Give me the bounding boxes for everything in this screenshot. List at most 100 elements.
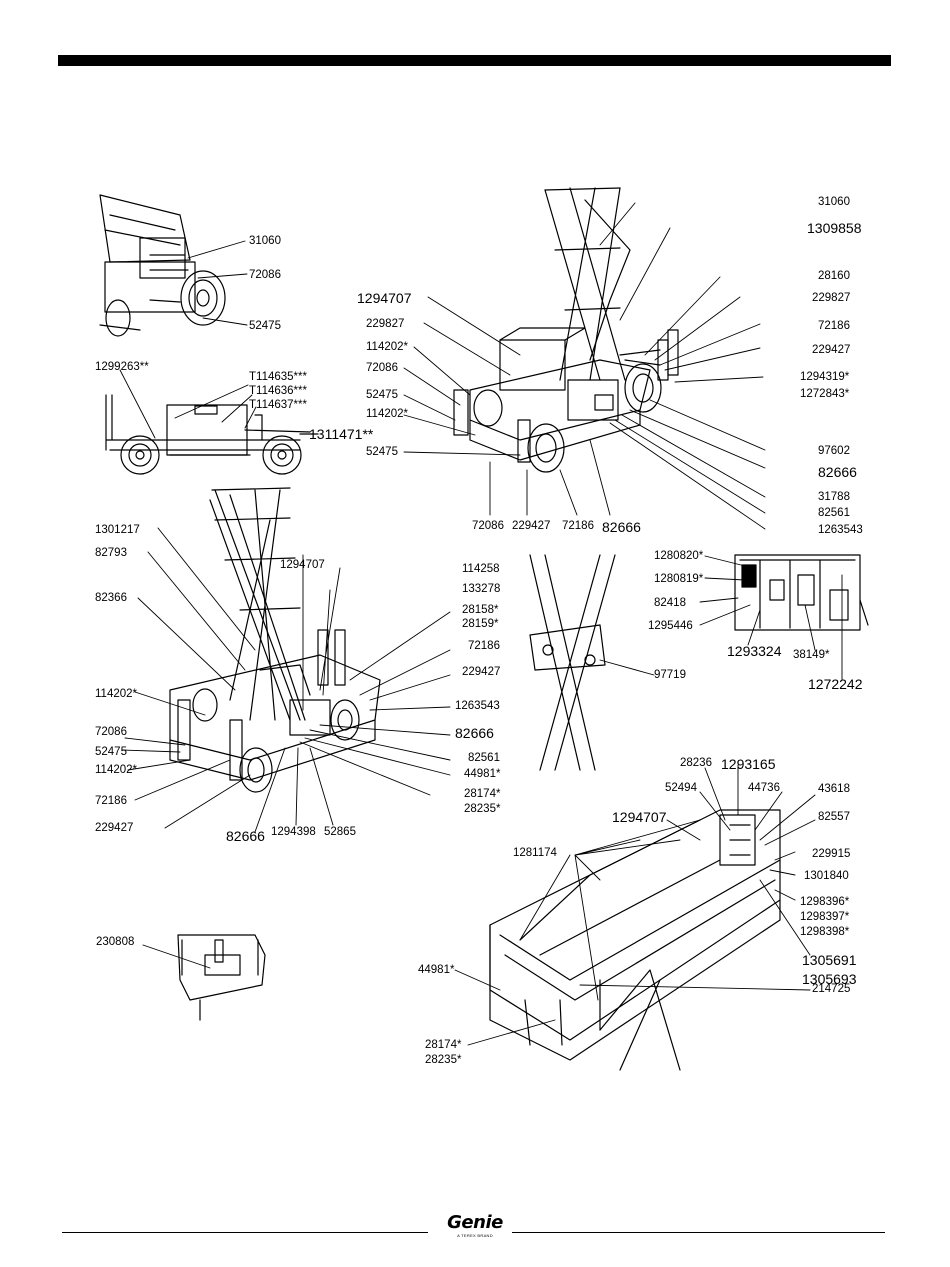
callout-label: 44736 <box>748 782 780 794</box>
callout-label: 1272843* <box>800 388 850 400</box>
callout-label: 72086 <box>249 269 281 281</box>
callout-label: 52475 <box>249 320 281 332</box>
callout-label: 31060 <box>818 196 850 208</box>
callout-label: 82557 <box>818 811 850 823</box>
callout-label: 229827 <box>366 318 405 330</box>
callout-label: 1309858 <box>807 220 862 236</box>
footer-rule-right <box>512 1232 885 1233</box>
callout-label: 1294707 <box>280 559 325 571</box>
header-bar <box>58 55 891 66</box>
callout-label: 82561 <box>818 507 850 519</box>
callout-label: 82666 <box>818 464 857 480</box>
callout-label: 1301840 <box>804 870 849 882</box>
callout-label: 28236 <box>680 757 712 769</box>
detail-h-platform <box>489 809 781 1071</box>
callout-label: 28158* <box>462 604 499 616</box>
callout-label: 1301217 <box>95 524 140 536</box>
callout-label: 28174* <box>464 788 501 800</box>
callout-label: 229427 <box>462 666 501 678</box>
callout-label: 28174* <box>425 1039 462 1051</box>
callout-label: 97719 <box>654 669 686 681</box>
callout-label: 1298396* <box>800 896 850 908</box>
callout-label: 52865 <box>324 826 356 838</box>
logo-wordmark: Genie <box>447 1212 503 1233</box>
callout-label: 44981* <box>418 964 455 976</box>
callout-label: 28159* <box>462 618 499 630</box>
callout-label: 72086 <box>95 726 127 738</box>
callout-label: 72186 <box>562 520 594 532</box>
callout-label: 97602 <box>818 445 850 457</box>
callout-label: 1294707 <box>612 809 667 825</box>
callout-label: 114202* <box>366 341 408 353</box>
callout-label: 229427 <box>512 520 551 532</box>
callout-label: 229827 <box>812 292 851 304</box>
callout-label: 28235* <box>464 803 501 815</box>
callout-label: 1299263** <box>95 361 149 373</box>
callout-label: 229915 <box>812 848 851 860</box>
callout-label: 1305693 <box>802 971 857 987</box>
callout-label: 72186 <box>95 795 127 807</box>
genie-logo: Genie A TEREX BRAND <box>440 1212 510 1239</box>
callout-label: 1281174 <box>513 847 557 859</box>
callout-label: 28160 <box>818 270 850 282</box>
detail-d-lift-lowered <box>169 487 381 793</box>
callout-label: 72086 <box>472 520 504 532</box>
callout-label: 114202* <box>95 764 137 776</box>
callout-label: 82418 <box>654 597 686 609</box>
detail-e-scissor-arms <box>529 554 616 771</box>
callout-label: 114258 <box>462 563 500 575</box>
callout-label: 1294398 <box>271 826 316 838</box>
callout-label: 72086 <box>366 362 398 374</box>
callout-label: 82793 <box>95 547 127 559</box>
callout-label: 1294319* <box>800 371 850 383</box>
footer-rule-left <box>62 1232 428 1233</box>
callout-label: 1305691 <box>802 952 857 968</box>
callout-label: 52475 <box>95 746 127 758</box>
callout-label: 214725 <box>812 983 851 995</box>
callout-label: 1293324 <box>727 643 782 659</box>
callout-label: 114202* <box>366 408 408 420</box>
callout-label: 82666 <box>226 828 265 844</box>
callout-label: 82666 <box>602 519 641 535</box>
callout-label: 229427 <box>95 822 134 834</box>
callout-label: 1311471** <box>309 426 374 442</box>
callout-label: 1293165 <box>721 756 776 772</box>
callout-label: T114635*** <box>249 371 307 383</box>
callout-label: 1263543 <box>455 700 500 712</box>
callout-label: 114202* <box>95 688 137 700</box>
callout-label: 133278 <box>462 583 501 595</box>
detail-a-chassis-corner <box>99 194 226 337</box>
callout-label: 72186 <box>818 320 850 332</box>
detail-f-control-box <box>734 554 869 631</box>
detail-g-platform-control <box>177 934 266 1021</box>
callout-label: 31788 <box>818 491 850 503</box>
callout-label: 1272242 <box>808 676 863 692</box>
callout-label: 82561 <box>468 752 500 764</box>
detail-b-side-view <box>105 394 319 475</box>
callout-label: 72186 <box>468 640 500 652</box>
callout-label: 1280819* <box>654 573 704 585</box>
callout-label: 1298398* <box>800 926 850 938</box>
callout-label: 52475 <box>366 389 398 401</box>
callout-label: 38149* <box>793 649 830 661</box>
callout-label: 52475 <box>366 446 398 458</box>
callout-label: 1294707 <box>357 290 412 306</box>
callout-label: T114637*** <box>249 399 307 411</box>
callout-label: 52494 <box>665 782 697 794</box>
callout-label: 28235* <box>425 1054 462 1066</box>
callout-label: 43618 <box>818 783 850 795</box>
callout-label: 1298397* <box>800 911 850 923</box>
callout-label: T114636*** <box>249 385 307 397</box>
callout-label: 82666 <box>455 725 494 741</box>
callout-label: 229427 <box>812 344 851 356</box>
callout-label: 1295446 <box>648 620 693 632</box>
detail-c-lift-chassis <box>453 187 679 473</box>
callout-label: 230808 <box>96 936 135 948</box>
callout-label: 82366 <box>95 592 127 604</box>
callout-label: 1280820* <box>654 550 704 562</box>
callout-label: 1263543 <box>818 524 863 536</box>
logo-tagline: A TEREX BRAND <box>457 1233 493 1238</box>
callout-label: 31060 <box>249 235 281 247</box>
callout-label: 44981* <box>464 768 501 780</box>
